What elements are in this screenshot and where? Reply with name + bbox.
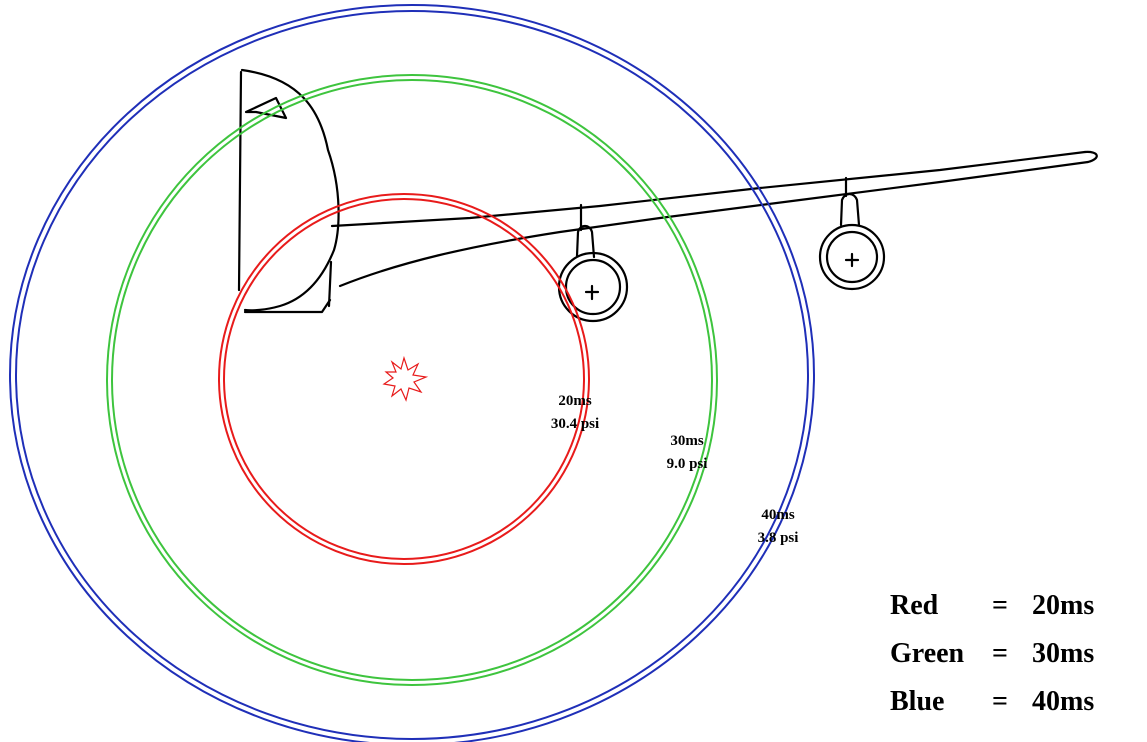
legend-name-blue: Blue — [890, 686, 944, 717]
explosion-burst-icon — [382, 355, 429, 402]
ring-blue-40ms — [9, 4, 815, 742]
color-legend: Red = 20ms Green = 30ms Blue = 40ms — [890, 590, 1094, 717]
legend-equals-red: = — [992, 590, 1008, 621]
wing-tip — [1083, 150, 1098, 164]
red-ring-pressure-label: 30.4 psi — [551, 416, 599, 432]
wing-root-strut — [327, 260, 333, 308]
legend-value-green: 30ms — [1032, 638, 1094, 669]
ring-green-30ms — [106, 74, 718, 686]
green-ring-time-label: 30ms — [670, 433, 703, 449]
legend-name-red: Red — [890, 590, 939, 621]
wing-trailing-edge — [338, 160, 1090, 288]
cockpit-window — [244, 96, 288, 120]
legend-value-blue: 40ms — [1032, 686, 1094, 717]
red-ring-time-label: 20ms — [558, 393, 591, 409]
fuselage-lower-line — [243, 298, 332, 314]
blue-ring-pressure-label: 3.8 psi — [758, 530, 799, 546]
inboard-engine — [557, 203, 629, 323]
ring-red-20ms — [218, 193, 590, 565]
legend-equals-blue: = — [992, 686, 1008, 717]
outboard-engine — [818, 176, 886, 291]
wing-leading-edge — [330, 150, 1087, 228]
blue-ring-time-label: 40ms — [761, 507, 794, 523]
green-ring-pressure-label: 9.0 psi — [667, 456, 708, 472]
legend-value-red: 20ms — [1032, 590, 1094, 621]
legend-equals-green: = — [992, 638, 1008, 669]
fuselage-reference-line — [237, 70, 243, 292]
aircraft-sketch — [237, 68, 1098, 323]
legend-name-green: Green — [890, 638, 965, 669]
ring-labels: 20ms 30.4 psi 30ms 9.0 psi 40ms 3.8 psi — [551, 393, 799, 546]
fuselage-outline — [240, 68, 340, 312]
blast-rings — [9, 4, 815, 742]
